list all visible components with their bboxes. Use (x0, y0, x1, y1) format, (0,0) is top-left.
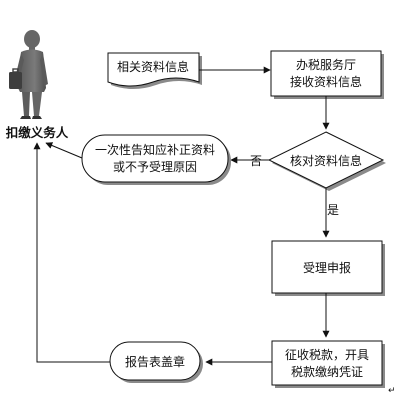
stamp-node: 报告表盖章 (109, 341, 203, 383)
edge-yes-label: 是 (327, 203, 339, 217)
edge-stamp-to-actor (33, 142, 110, 363)
edge-inform-to-actor (45, 142, 83, 159)
verify-decision-node: 核对资料信息 (267, 131, 386, 191)
verify-label: 核对资料信息 (290, 153, 362, 168)
taxpayer-figure-icon (9, 30, 48, 119)
hall-label-line1: 办税服务厅 (296, 57, 356, 72)
edge-no-label: 否 (250, 154, 262, 168)
stamp-label: 报告表盖章 (125, 354, 185, 369)
inform-label-line2: 或不予受理原因 (113, 160, 197, 174)
hall-node: 办税服务厅 接收资料信息 (270, 50, 384, 99)
collect-label-line2: 税款缴纳凭证 (291, 364, 363, 379)
collect-label-line1: 征收税款，开具 (285, 348, 369, 362)
paragraph-mark: ↵ (388, 386, 396, 396)
doc-info-label: 相关资料信息 (117, 59, 189, 74)
accept-label: 受理申报 (303, 260, 351, 275)
inform-node: 一次性告知应补正资料 或不予受理原因 (81, 134, 231, 185)
doc-info-node: 相关资料信息 (107, 52, 202, 89)
accept-node: 受理申报 (271, 240, 385, 296)
inform-label-line1: 一次性告知应补正资料 (95, 142, 215, 157)
actor-label: 扣缴义务人 (6, 125, 69, 140)
hall-label-line2: 接收资料信息 (290, 74, 362, 89)
collect-node: 征收税款，开具 税款缴纳凭证 (271, 340, 385, 388)
